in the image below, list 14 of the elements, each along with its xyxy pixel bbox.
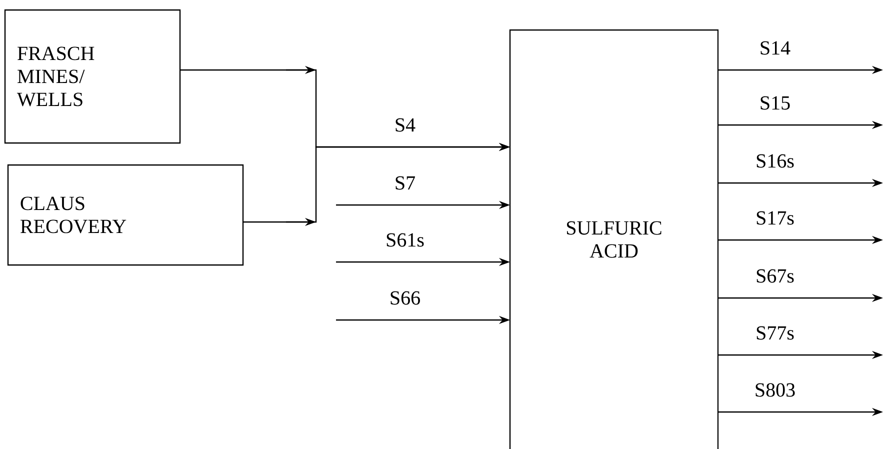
edge-label: S14: [758, 40, 792, 56]
process-box: SULFURIC ACID: [509, 29, 719, 449]
edge-label: S77s: [754, 325, 796, 341]
edge-label: S17s: [754, 210, 796, 226]
edge-label: S66: [388, 290, 422, 306]
process-box: CLAUS RECOVERY: [7, 164, 244, 266]
process-box: FRASCH MINES/ WELLS: [4, 9, 181, 144]
edge-label: S67s: [754, 268, 796, 284]
edge-label: S16s: [754, 153, 796, 169]
edge-label: S4: [393, 117, 417, 133]
edge-label: S803: [753, 382, 797, 398]
edge-label: S15: [758, 95, 792, 111]
edge-label: S61s: [384, 232, 426, 248]
edge-label: S7: [393, 175, 417, 191]
